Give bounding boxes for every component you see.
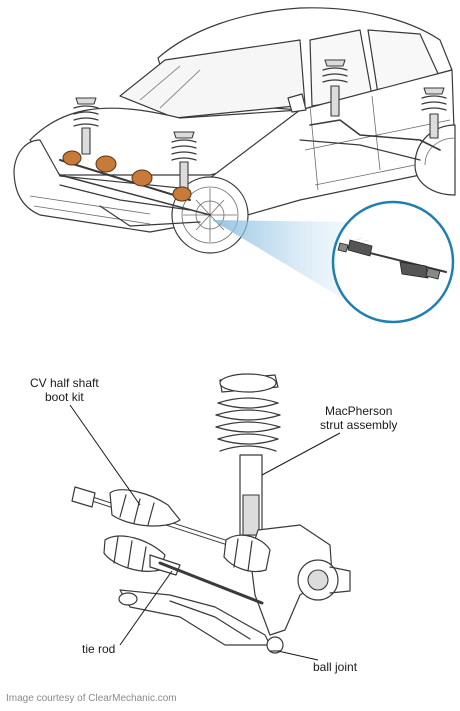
lower-control-arm <box>118 589 271 646</box>
label-ball-joint: ball joint <box>313 660 358 674</box>
car-illustration <box>13 7 456 324</box>
cv-half-shaft <box>71 486 271 573</box>
macpherson-strut <box>215 373 281 536</box>
label-strut-1: MacPherson <box>325 404 392 418</box>
tie-rod <box>158 561 264 605</box>
callout-circle <box>331 200 455 324</box>
label-strut-2: strut assembly <box>320 418 397 432</box>
callout-beam <box>212 220 345 300</box>
suspension-diagram: CV half shaft boot kit MacPherson strut … <box>30 373 397 674</box>
rear-suspension <box>299 59 447 161</box>
boot-kit <box>103 535 181 576</box>
label-cv-half-shaft-1: CV half shaft <box>30 376 99 390</box>
ball-joint <box>266 636 284 654</box>
leader-strut <box>261 432 341 476</box>
steering-knuckle <box>249 524 351 636</box>
leader-tie-rod <box>119 570 173 646</box>
front-suspension <box>59 97 211 227</box>
image-credit: Image courtesy of ClearMechanic.com <box>6 693 177 704</box>
label-cv-half-shaft-2: boot kit <box>45 390 84 404</box>
leader-ball-joint <box>277 650 319 661</box>
leader-cv-half-shaft <box>69 404 141 506</box>
label-tie-rod: tie rod <box>82 642 115 656</box>
